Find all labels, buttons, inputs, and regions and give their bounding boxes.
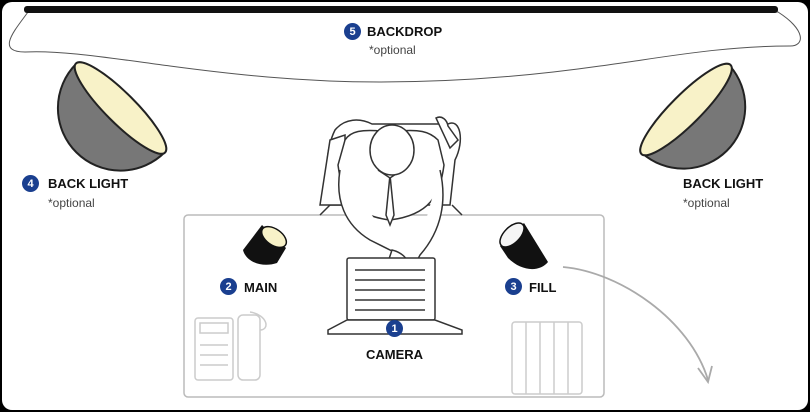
- lamp-icon: [499, 222, 548, 270]
- label-backdrop: BACKDROP: [367, 24, 443, 39]
- badge-4: 4: [22, 175, 39, 192]
- badge-2: 2: [220, 278, 237, 295]
- arrow-icon: [562, 266, 713, 385]
- softbox-icon: [56, 61, 168, 172]
- folders-icon: [511, 321, 583, 395]
- label-camera: CAMERA: [366, 347, 424, 362]
- backdrop-icon: [8, 6, 801, 83]
- softbox-icon: [639, 62, 747, 170]
- note-backdrop: *optional: [369, 43, 416, 57]
- badge-5: 5: [344, 23, 361, 40]
- note-back-light-left: *optional: [48, 196, 95, 210]
- label-fill: FILL: [529, 280, 557, 295]
- badge-3: 3: [505, 278, 522, 295]
- label-main: MAIN: [244, 280, 278, 295]
- note-back-light-right: *optional: [683, 196, 730, 210]
- label-back-light-left: BACK LIGHT: [48, 176, 129, 191]
- person-icon: [319, 116, 463, 303]
- phone-icon: [194, 311, 267, 381]
- label-back-light-right: BACK LIGHT: [683, 176, 764, 191]
- laptop-icon: [327, 257, 463, 335]
- badge-1: 1: [386, 320, 403, 337]
- lamp-icon: [243, 225, 288, 265]
